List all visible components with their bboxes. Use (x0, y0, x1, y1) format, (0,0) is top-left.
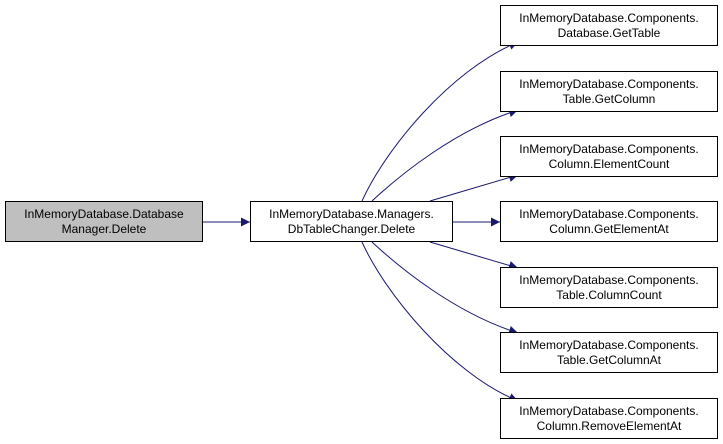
node-label-line2: Column.ElementCount (548, 156, 670, 171)
node-table-getcolumnat[interactable]: InMemoryDatabase.Components. Table.GetCo… (500, 332, 718, 373)
node-label-line2: Table.ColumnCount (556, 287, 662, 302)
node-label-line2: Table.GetColumnAt (556, 352, 662, 367)
node-table-columncount[interactable]: InMemoryDatabase.Components. Table.Colum… (500, 267, 718, 308)
edge-changer-to-table-getcolumnat (371, 241, 519, 335)
node-label-line1: InMemoryDatabase.Components. (519, 10, 699, 25)
node-label-line1: InMemoryDatabase.Components. (519, 76, 699, 91)
node-label-line1: InMemoryDatabase.Components. (519, 403, 699, 418)
node-dbtablechanger-delete[interactable]: InMemoryDatabase.Managers. DbTableChange… (250, 201, 453, 242)
node-label-line2: Manager.Delete (61, 221, 147, 236)
node-label-line1: InMemoryDatabase.Managers. (269, 206, 434, 221)
edge-changer-to-database-gettable (361, 41, 519, 202)
edge-changer-to-column-removeelementat (361, 241, 519, 402)
node-label-line1: InMemoryDatabase.Components. (519, 141, 699, 156)
node-label-line1: InMemoryDatabase.Components. (519, 272, 699, 287)
node-label-line2: Column.RemoveElementAt (536, 418, 682, 433)
node-column-removeelementat[interactable]: InMemoryDatabase.Components. Column.Remo… (500, 398, 718, 439)
node-database-manager-delete: InMemoryDatabase.Database Manager.Delete (5, 201, 203, 242)
node-column-getelementat[interactable]: InMemoryDatabase.Components. Column.GetE… (500, 201, 718, 242)
node-label-line2: DbTableChanger.Delete (287, 221, 416, 236)
node-label-line2: Column.GetElementAt (549, 221, 669, 236)
node-column-elementcount[interactable]: InMemoryDatabase.Components. Column.Elem… (500, 136, 718, 177)
node-label-line2: Table.GetColumn (562, 91, 656, 106)
edge-changer-to-column-elementcount (429, 173, 519, 202)
edge-changer-to-table-columncount (429, 241, 519, 270)
node-database-gettable[interactable]: InMemoryDatabase.Components. Database.Ge… (500, 5, 718, 46)
node-table-getcolumn[interactable]: InMemoryDatabase.Components. Table.GetCo… (500, 71, 718, 112)
node-label-line1: InMemoryDatabase.Database (24, 206, 184, 221)
node-label-line1: InMemoryDatabase.Components. (519, 206, 699, 221)
node-label-line2: Database.GetTable (557, 25, 661, 40)
node-label-line1: InMemoryDatabase.Components. (519, 337, 699, 352)
edge-changer-to-table-getcolumn (371, 108, 519, 202)
